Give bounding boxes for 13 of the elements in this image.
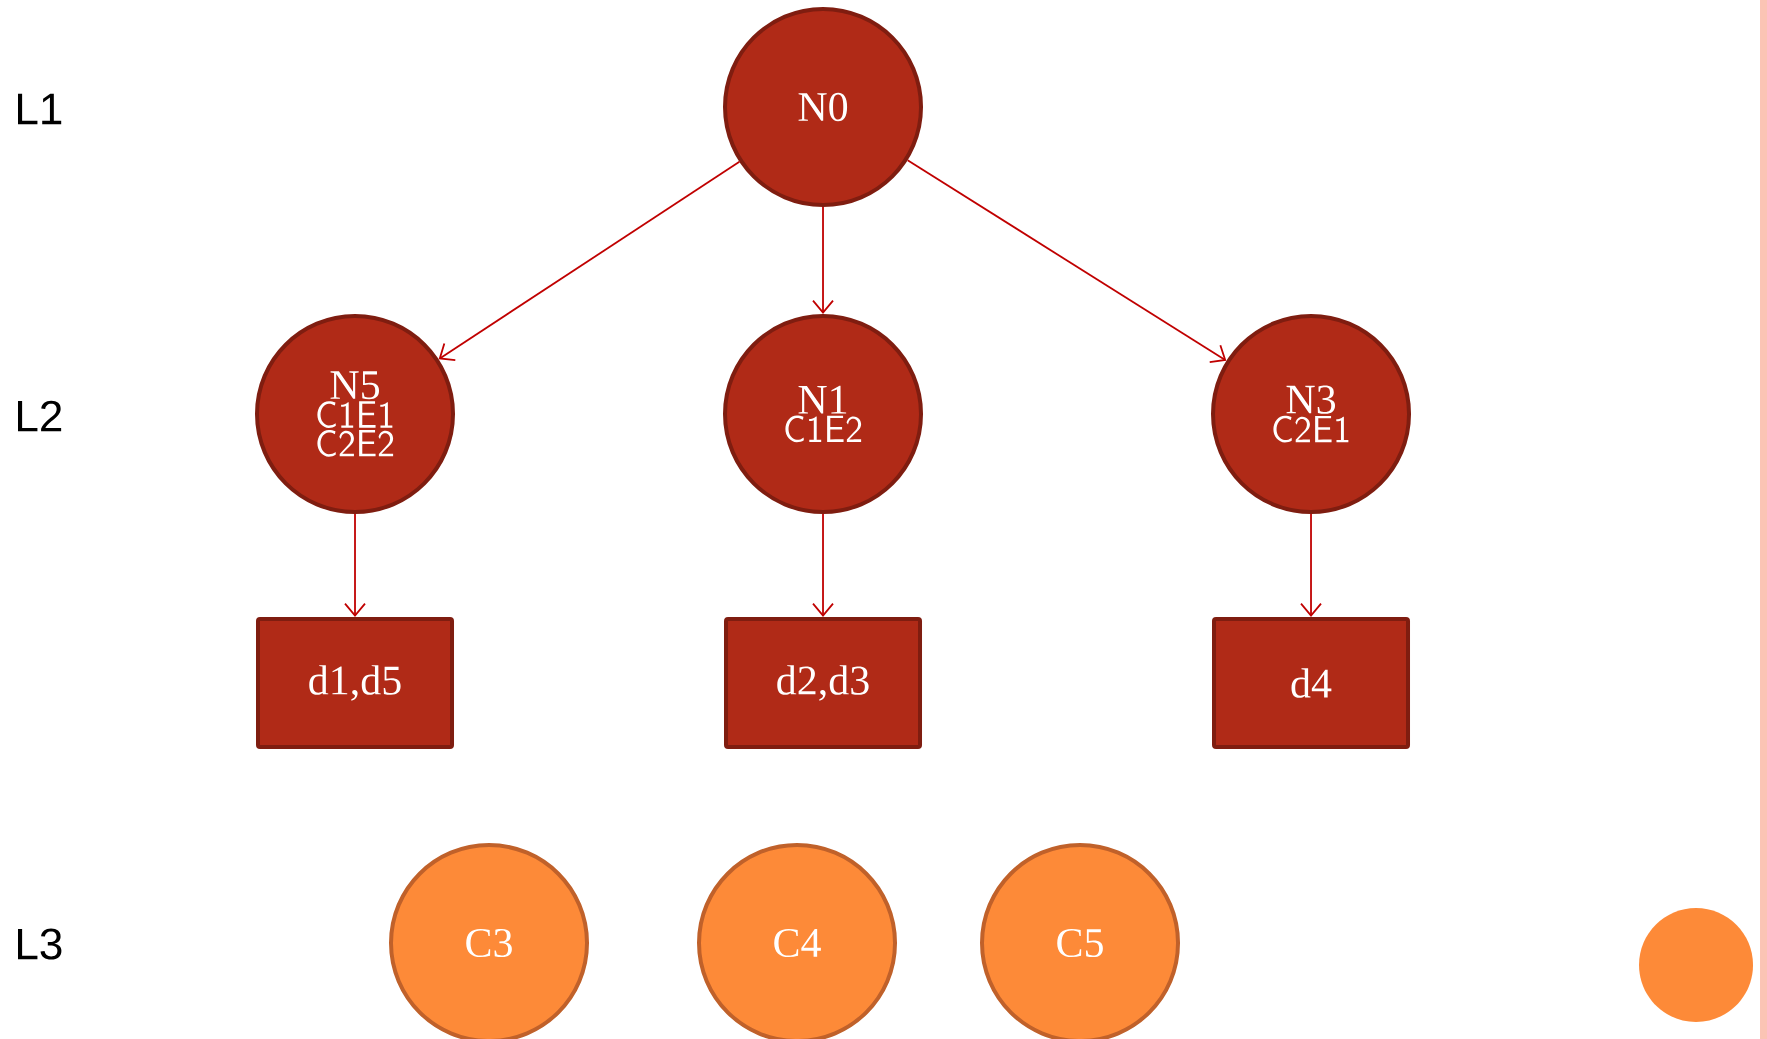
- leaf-box: d4: [1212, 617, 1410, 749]
- arrow: [812, 513, 834, 617]
- plain-circle: [1639, 908, 1753, 1022]
- leaf-box: d1,d5: [256, 617, 454, 749]
- arrow: [344, 513, 366, 617]
- level-label: L2: [18, 400, 62, 432]
- level-label: L3: [18, 928, 62, 960]
- arrow: [438, 160, 741, 362]
- arrow: [812, 206, 834, 314]
- leaf-box: d2,d3: [724, 617, 922, 749]
- arrow: [906, 159, 1227, 363]
- arrow: [1300, 513, 1322, 617]
- level-label: L1: [18, 93, 62, 125]
